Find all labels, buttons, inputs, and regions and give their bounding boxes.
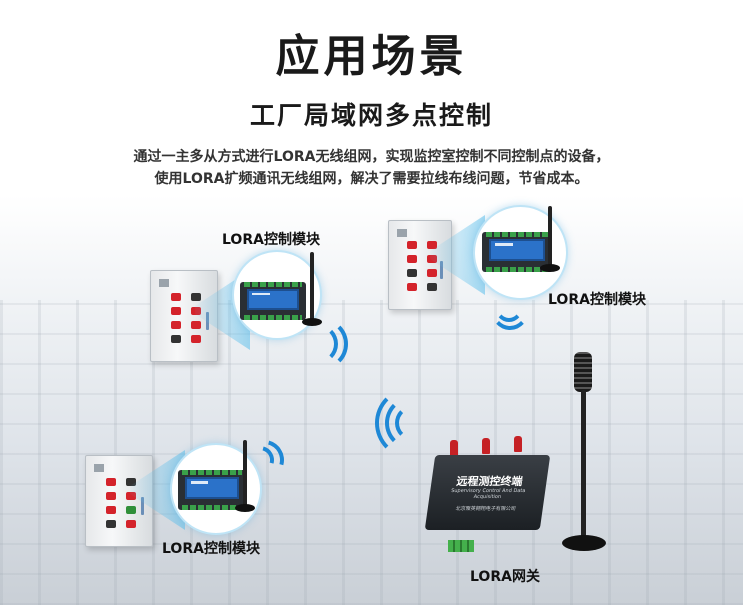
antenna-icon (310, 252, 314, 322)
gateway-device-subtitle: Supervisory Control And Data Acquisition (450, 488, 526, 500)
control-module-icon (482, 232, 552, 272)
factory-background-lines (0, 300, 743, 605)
page-subtitle: 工厂局域网多点控制 (249, 101, 493, 130)
antenna-icon (548, 206, 552, 268)
control-module-icon (240, 282, 306, 320)
gateway-device-footer: 北京聚英翱翔电子有限公司 (455, 506, 517, 512)
control-module-icon (178, 470, 246, 510)
gateway-antenna-icon (450, 440, 458, 456)
node-label-1: LORA控制模块 (222, 232, 320, 248)
gateway-terminal-block (448, 540, 474, 552)
cabinet-buttons (407, 241, 437, 291)
page-description: 通过一主多从方式进行LORA无线组网，实现监控室控制不同控制点的设备， 使用LO… (0, 146, 743, 190)
gateway-whip-antenna-icon (574, 352, 592, 392)
gateway-antenna-icon (514, 436, 522, 452)
description-line-1: 通过一主多从方式进行LORA无线组网，实现监控室控制不同控制点的设备， (133, 149, 610, 165)
gateway-antenna-base (562, 535, 606, 551)
node-label-2: LORA控制模块 (548, 292, 646, 308)
gateway-device-title: 远程测控终端 (455, 475, 524, 488)
gateway-icon: 远程测控终端 Supervisory Control And Data Acqu… (424, 455, 551, 530)
gateway-antenna-icon (482, 438, 490, 454)
description-line-2: 使用LORA扩频通讯无线组网，解决了需要拉线布线问题，节省成本。 (154, 171, 589, 187)
gateway-label: LORA网关 (470, 569, 540, 585)
cabinet-buttons (106, 478, 136, 528)
node-label-3: LORA控制模块 (162, 541, 260, 557)
antenna-icon (243, 440, 247, 508)
cabinet-buttons (171, 293, 201, 343)
page-title: 应用场景 (275, 31, 468, 82)
